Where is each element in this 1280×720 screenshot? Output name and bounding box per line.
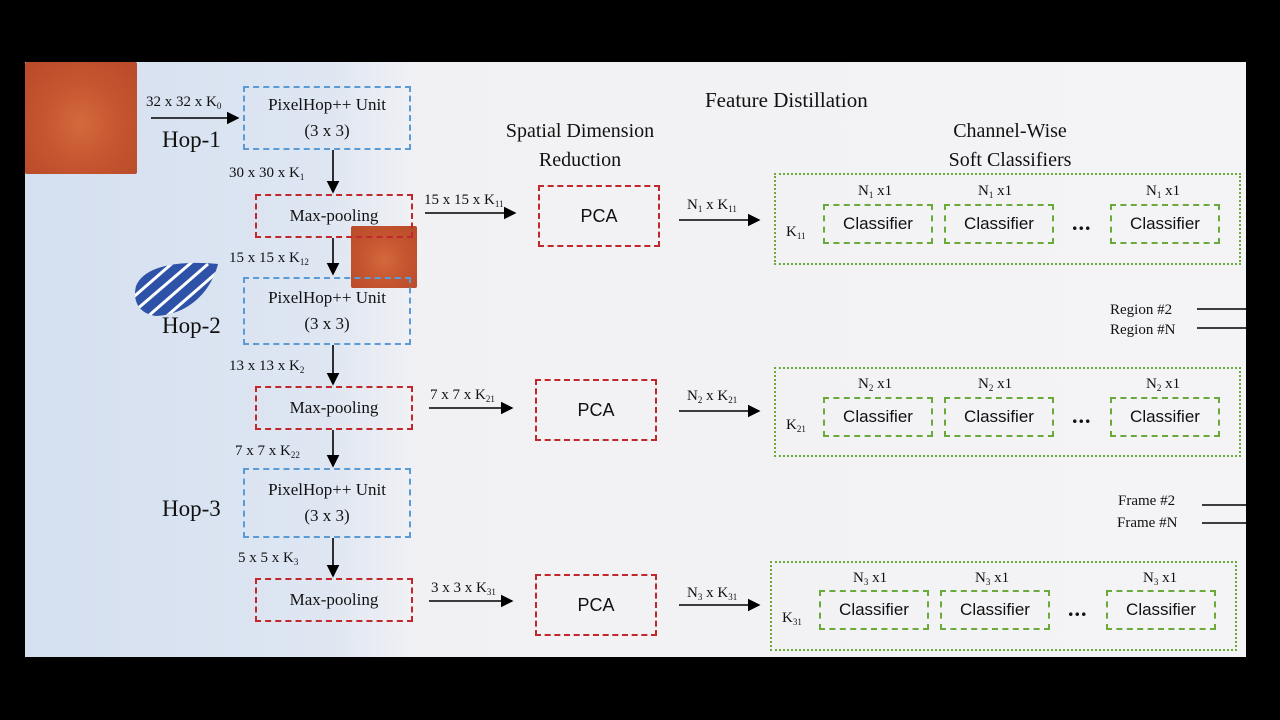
clf-count-label: N3 x1 [975, 570, 1010, 587]
diagram-canvas: Hop-1 Hop-2 Hop-3 PixelHop++ Unit (3 x 3)… [25, 62, 1246, 657]
arrow-layer [151, 111, 1246, 612]
pca-box-1: PCA [538, 185, 660, 247]
pca-in-label-2: 7 x 7 x K21 [430, 387, 495, 404]
clf-count-label: N3 x1 [853, 570, 888, 587]
pca-out-label-1: N1 x K11 [687, 197, 737, 214]
dim-label-2: 15 x 15 x K12 [229, 250, 309, 267]
classifier-box: Classifier [823, 204, 933, 244]
clf-count-label: N2 x1 [858, 376, 893, 393]
classifier-box: Classifier [940, 590, 1050, 630]
pca-in-label-1: 15 x 15 x K11 [424, 192, 504, 209]
maxpool-label: Max-pooling [289, 590, 379, 609]
group-k-label-1: K11 [786, 224, 806, 241]
ellipsis: ... [1068, 596, 1088, 621]
ellipsis: ... [1072, 403, 1092, 428]
clf-count-label: N1 x1 [858, 183, 893, 200]
pca-box-2: PCA [535, 379, 657, 441]
clf-count-label: N1 x1 [1146, 183, 1181, 200]
pixelhop-kernel: (3 x 3) [304, 506, 350, 525]
classifier-box: Classifier [819, 590, 929, 630]
ellipsis: ... [1072, 210, 1092, 235]
dim-label-5: 5 x 5 x K3 [238, 550, 299, 567]
frame-n-label: Frame #N [1117, 515, 1178, 531]
maxpool-2: Max-pooling [255, 386, 413, 430]
classifier-box: Classifier [944, 397, 1054, 437]
frame-2-label: Frame #2 [1118, 493, 1176, 509]
maxpool-label: Max-pooling [289, 398, 379, 417]
pixelhop-unit-2: PixelHop++ Unit (3 x 3) [243, 277, 411, 345]
classifier-group-1 [774, 173, 1241, 265]
dim-label-1: 30 x 30 x K1 [229, 165, 305, 182]
clf-count-label: N2 x1 [1146, 376, 1181, 393]
pca-out-label-2: N2 x K21 [687, 388, 738, 405]
region-n-label: Region #N [1110, 322, 1176, 338]
classifier-box: Classifier [944, 204, 1054, 244]
clf-count-label: N1 x1 [978, 183, 1013, 200]
pca-box-3: PCA [535, 574, 657, 636]
feature-distillation-title: Feature Distillation [705, 88, 868, 112]
maxpool-1: Max-pooling [255, 194, 413, 238]
classifier-box: Classifier [1110, 204, 1220, 244]
pca-in-label-3: 3 x 3 x K31 [431, 580, 496, 597]
maxpool-3: Max-pooling [255, 578, 413, 622]
group-k-label-3: K31 [782, 610, 802, 627]
maxpool-label: Max-pooling [289, 206, 379, 225]
classifier-box: Classifier [823, 397, 933, 437]
pixelhop-label: PixelHop++ Unit [268, 95, 386, 114]
dim-label-3: 13 x 13 x K2 [229, 358, 305, 375]
hop-2-label: Hop-2 [162, 313, 221, 338]
group-k-label-2: K21 [786, 417, 806, 434]
pixelhop-label: PixelHop++ Unit [268, 288, 386, 307]
logo-icon [134, 262, 218, 316]
pixelhop-label: PixelHop++ Unit [268, 480, 386, 499]
dim-label-4: 7 x 7 x K22 [235, 443, 300, 460]
classifier-group-2 [774, 367, 1241, 457]
clf-count-label: N3 x1 [1143, 570, 1178, 587]
pixelhop-kernel: (3 x 3) [304, 314, 350, 333]
hop-3-label: Hop-3 [162, 496, 221, 521]
pixelhop-unit-3: PixelHop++ Unit (3 x 3) [243, 468, 411, 538]
pixelhop-kernel: (3 x 3) [304, 121, 350, 140]
clf-count-label: N2 x1 [978, 376, 1013, 393]
hop-1-label: Hop-1 [162, 127, 221, 152]
classifier-box: Classifier [1106, 590, 1216, 630]
pixelhop-unit-1: PixelHop++ Unit (3 x 3) [243, 86, 411, 150]
pca-out-label-3: N3 x K31 [687, 585, 738, 602]
input-dim-label: 32 x 32 x K0 [146, 94, 222, 111]
face-image-input [25, 62, 137, 174]
classifier-box: Classifier [1110, 397, 1220, 437]
classifier-group-3 [770, 561, 1237, 651]
region-2-label: Region #2 [1110, 302, 1173, 318]
